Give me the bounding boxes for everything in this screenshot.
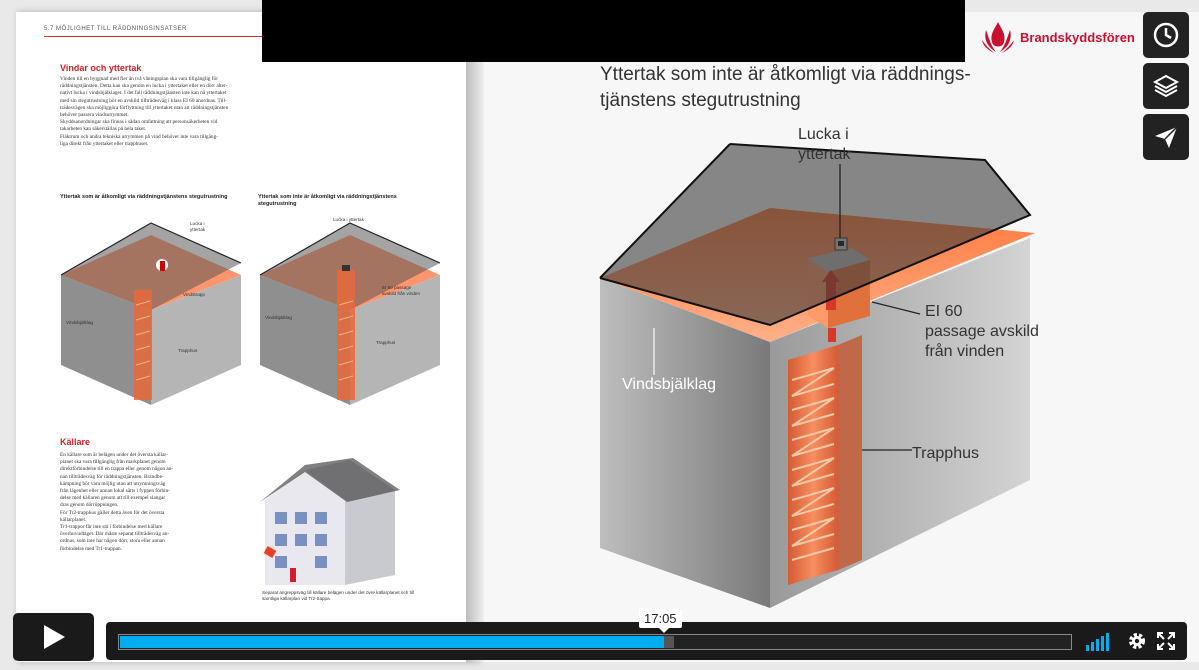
label-ei60-line3: från vinden <box>925 343 1005 360</box>
vindar-text-line: räddningstjänsten. Detta kan ska genom e… <box>60 83 228 90</box>
kallare-text-line: ordnas, som inte har någon dörr, stora e… <box>60 538 165 545</box>
slide-title-line1: Yttertak som inte är åtkomligt via räddn… <box>600 64 971 85</box>
play-button[interactable] <box>13 613 94 661</box>
layers-icon <box>1152 74 1180 98</box>
label-lucka: Lucka i yttertak <box>798 125 850 165</box>
kallare-text-line: Tr1-trappor får inte stå i förbindelse m… <box>60 524 163 531</box>
share-button[interactable] <box>1143 114 1189 160</box>
figure2-caption: Yttertak som inte är åtkomligt via räddn… <box>258 194 397 207</box>
kallare-text-line: delse med källaren genom att till exempe… <box>60 495 166 502</box>
section-text-vindar: Vinden till en byggnad med fler än två v… <box>60 76 330 148</box>
figure1-label-vindsbjalklag: Vindsbjälklag <box>66 320 93 325</box>
label-vindsbjalklag: Vindsbjälklag <box>622 376 716 393</box>
progress-bar[interactable] <box>118 634 1072 650</box>
figure1-label-trapphus: Trapphus <box>178 348 198 353</box>
kallare-text-line: För Tr2-trapphus gäller detta även för d… <box>60 509 165 516</box>
label-lucka-line1: Lucka i <box>798 126 849 143</box>
figure3-caption: Separat angreppsväg till källare belägen… <box>262 590 414 601</box>
flame-logo-icon <box>982 22 1014 53</box>
vindar-text-line: trädesvägen ska möjliggöra förflyttning … <box>60 104 229 111</box>
section-text-kallare: En källare som är belägen under det över… <box>60 452 240 553</box>
figure2-label-vindsbjalklag: Vindsbjälklag <box>265 315 292 320</box>
figure3-house <box>260 458 400 585</box>
vindar-text-line: nativt lucka i vindsbjälklaget. I det fa… <box>60 90 227 97</box>
kallare-text-line: kämpning bör vara möjlig utan att utrymn… <box>60 480 166 487</box>
fullscreen-icon[interactable] <box>1157 632 1175 650</box>
header-rule <box>44 36 454 37</box>
vindar-text-line: takarbeten kan säkerställas på hela take… <box>60 126 147 133</box>
slide-title: Yttertak som inte är åtkomligt via räddn… <box>600 62 1040 114</box>
label-ei60-line1: EI 60 <box>925 303 963 320</box>
logo-text: Brandskyddsfören <box>1020 29 1135 45</box>
page-header: 5.7 Möjlighet till räddningsinsatser <box>44 26 187 32</box>
vindar-text-line: Vinden till en byggnad med fler än två v… <box>60 76 218 82</box>
figure2-small-building <box>259 222 441 405</box>
volume-control[interactable] <box>1086 631 1109 651</box>
figure2-label-trapphus: Trapphus <box>376 340 396 345</box>
clock-icon <box>1153 22 1179 48</box>
brand-logo: Brandskyddsfören <box>980 20 1135 54</box>
play-icon <box>43 625 65 649</box>
vindar-text-line: behöver passera vindsutrymmet. <box>60 112 129 119</box>
kallare-text-line: förbindelse med Tr1-trappan. <box>60 545 122 552</box>
figure1-label-vindstrapp: Vindstrapp <box>183 292 205 297</box>
section-title-vindar: Vindar och yttertak <box>60 63 142 73</box>
slide-title-line2: tjänstens stegutrustning <box>600 90 801 111</box>
vindar-text-line: med sin stegutrustning bör en avskild ti… <box>60 97 227 104</box>
progress-played <box>120 636 665 648</box>
kallare-text-line: planet ska vara tillgänglig från markpla… <box>60 459 166 466</box>
watch-later-button[interactable] <box>1143 12 1189 58</box>
kallare-text-line: nan tillträdesväg för räddningstjänsten.… <box>60 473 164 480</box>
time-tooltip: 17:05 <box>639 609 682 633</box>
kallare-text-line: källarplanet. <box>60 516 87 523</box>
label-trapphus: Trapphus <box>912 445 979 462</box>
vindar-text-line: Fläktrum och andra tekniska utrymmen på … <box>60 133 218 140</box>
control-bar <box>106 622 1187 660</box>
kallare-text-line: direktförbindelse till en trappa eller g… <box>60 466 174 473</box>
settings-gear-icon[interactable] <box>1127 631 1147 651</box>
section-title-kallare: Källare <box>60 437 91 447</box>
label-ei60: EI 60 passage avskild från vinden <box>925 302 1039 362</box>
figure1-caption: Yttertak som är åtkomligt via räddningst… <box>60 194 228 200</box>
book-gutter <box>466 12 484 662</box>
figure2-label-lucka: Lucka i yttertak <box>333 217 364 222</box>
label-ei60-line2: passage avskild <box>925 323 1039 340</box>
figure1-small-building <box>60 222 242 405</box>
kallare-text-line: från lägenhet eller annan lokal sätts i … <box>60 488 171 495</box>
send-icon <box>1155 126 1178 148</box>
figure1-label-lucka: Lucka i yttertak <box>190 221 206 232</box>
figure2-label-ei60: EI 60 passage avskild från vinden <box>382 285 421 296</box>
kallare-text-line: överhuvudtaget. Där måste separat tilltr… <box>60 531 170 538</box>
kallare-text-line: En källare som är belägen under det över… <box>60 452 168 458</box>
vindar-text-line: liga direkt från yttertaket eller trapph… <box>60 140 149 147</box>
building-illustration <box>599 143 1035 608</box>
kallare-text-line: dras genom dörröppningen. <box>60 502 119 509</box>
vindar-text-line: Skyddsanordningar ska finnas i sådan omf… <box>60 119 218 126</box>
label-lucka-line2: yttertak <box>798 146 851 163</box>
black-bar <box>262 0 965 62</box>
collections-button[interactable] <box>1143 63 1189 109</box>
